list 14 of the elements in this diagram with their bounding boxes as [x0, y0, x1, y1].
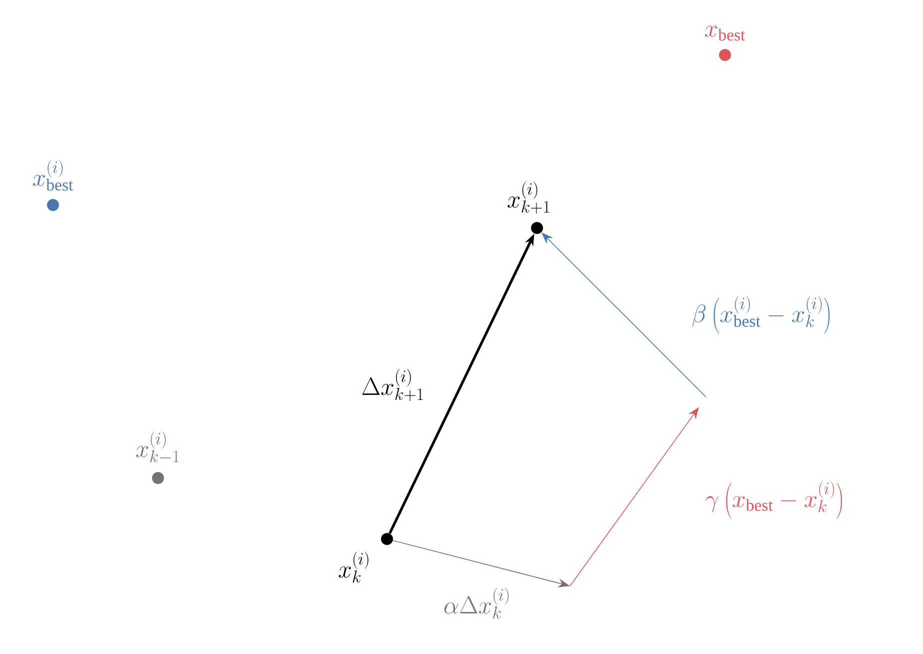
edge-label: $\alpha\Delta x^{(i)}_{k}$ [442, 586, 512, 620]
node-label: $x^{(i)}_{k+1}$ [508, 182, 550, 214]
data-point: $x^{(i)}_{k-1}$ [136, 431, 179, 484]
data-point: $x^{(i)}_{k}$ [338, 533, 393, 583]
data-point: $x^{(i)}_{k+1}$ [508, 182, 550, 234]
node-label: $x^{(i)}_{\mathrm{best}}$ [32, 160, 74, 191]
edge-label: $\Delta x^{(i)}_{k+1}$ [360, 368, 426, 402]
node-label: $x_{\mathrm{best}}$ [704, 26, 746, 41]
data-point: $x^{(i)}_{\mathrm{best}}$ [33, 160, 74, 211]
vector-label: $\gamma\left(x_{\mathrm{best}}-x^{(i)}_{k}\right)$ [704, 480, 846, 520]
data-point: $x_{\mathrm{best}}$ [705, 26, 746, 61]
edge-label: $\beta\left(x^{(i)}_{\mathrm{best}}-x^{(i)}_{k}\right)$ [690, 295, 834, 335]
node-label: $x^{(i)}_{k-1}$ [136, 431, 179, 462]
node-label: $x^{(i)}_{k}$ [338, 552, 368, 583]
